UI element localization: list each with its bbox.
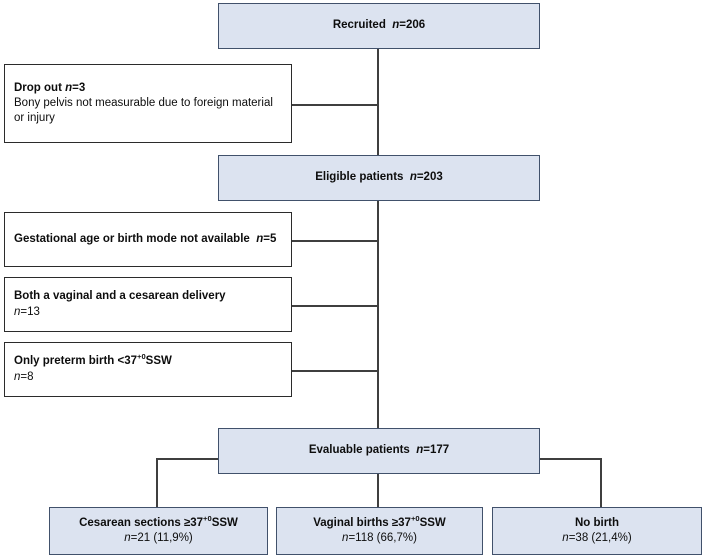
exclusion-box-dropout: Drop out n=3 Bony pelvis not measurable …	[4, 64, 292, 143]
node-evaluable-label: Evaluable patients	[308, 444, 410, 457]
node-eligible-text: Eligible patients n=203	[315, 170, 443, 185]
exclusion-dropout-detail: Bony pelvis not measurable due to foreig…	[14, 96, 273, 125]
connector-branch-center-vertical	[377, 474, 379, 507]
exclusion-both-n-symbol: n	[14, 305, 21, 318]
exclusion-gestational-n-value: =5	[263, 232, 277, 245]
outcome-box-cesarean-sections: Cesarean sections ≥37+0SSW n=21 (11,9%)	[49, 507, 268, 555]
outcome-vaginal-label-sup: +0	[410, 514, 420, 523]
outcome-vaginal-label: Vaginal births ≥37+0SSW	[313, 514, 446, 531]
exclusion-both-n-line: n=13	[14, 305, 40, 320]
outcome-vaginal-n-symbol: n	[342, 532, 349, 544]
outcome-cesarean-label: Cesarean sections ≥37+0SSW	[79, 514, 238, 531]
exclusion-preterm-n-line: n=8	[14, 370, 34, 385]
outcome-vaginal-label-post: SSW	[419, 516, 446, 529]
connector-eligible-to-evaluable	[377, 201, 379, 430]
exclusion-gestational-heading: Gestational age or birth mode not availa…	[14, 232, 250, 245]
outcome-cesarean-label-pre: Cesarean sections ≥37	[79, 516, 204, 529]
exclusion-gestational-text: Gestational age or birth mode not availa…	[14, 232, 276, 247]
outcome-box-no-birth: No birth n=38 (21,4%)	[492, 507, 702, 555]
outcome-nobirth-label-pre: No birth	[574, 516, 620, 529]
exclusion-both-n-value: =13	[20, 305, 40, 318]
outcome-cesarean-label-post: SSW	[211, 516, 238, 529]
outcome-cesarean-label-sup: +0	[203, 514, 212, 523]
exclusion-preterm-heading-post: SSW	[145, 355, 172, 368]
exclusion-box-gestational-age: Gestational age or birth mode not availa…	[4, 212, 292, 267]
connector-to-dropout	[292, 104, 378, 106]
node-recruited-n-value: =206	[399, 19, 426, 32]
outcome-vaginal-n-value: =118 (66,7%)	[348, 532, 417, 544]
connector-to-exclusion-both-deliveries	[292, 305, 378, 307]
exclusion-gestational-n-symbol: n	[256, 232, 264, 245]
node-recruited: Recruited n=206	[218, 3, 540, 49]
exclusion-dropout-n-value: =3	[72, 81, 86, 94]
outcome-cesarean-n-symbol: n	[124, 532, 131, 544]
exclusion-preterm-n-value: =8	[20, 370, 34, 383]
outcome-cesarean-n-value: =21 (11,9%)	[130, 532, 193, 544]
outcome-nobirth-n-value: =38 (21,4%)	[568, 532, 632, 544]
exclusion-dropout-heading-line: Drop out n=3	[14, 81, 85, 96]
node-eligible-patients: Eligible patients n=203	[218, 155, 540, 201]
connector-to-exclusion-preterm	[292, 370, 378, 372]
connector-recruited-to-eligible	[377, 49, 379, 160]
outcome-vaginal-n-line: n=118 (66,7%)	[342, 531, 417, 546]
connector-branch-right-vertical	[600, 458, 602, 507]
connector-evaluable-left-stub	[156, 458, 218, 460]
node-recruited-text: Recruited n=206	[333, 18, 425, 33]
exclusion-box-both-deliveries: Both a vaginal and a cesarean delivery n…	[4, 277, 292, 332]
connector-branch-left-vertical	[156, 458, 158, 507]
outcome-vaginal-label-pre: Vaginal births ≥37	[313, 516, 411, 529]
outcome-nobirth-label: No birth	[575, 516, 619, 531]
node-evaluable-text: Evaluable patients n=177	[309, 443, 449, 458]
exclusion-preterm-heading-sup: +0	[137, 352, 146, 362]
outcome-cesarean-n-line: n=21 (11,9%)	[124, 531, 193, 546]
node-recruited-n-symbol: n	[392, 19, 400, 32]
node-evaluable-n-value: =177	[423, 444, 450, 457]
node-eligible-n-symbol: n	[409, 171, 417, 184]
exclusion-preterm-heading: Only preterm birth <37+0SSW	[14, 352, 172, 369]
outcome-box-vaginal-births: Vaginal births ≥37+0SSW n=118 (66,7%)	[276, 507, 483, 555]
exclusion-both-heading: Both a vaginal and a cesarean delivery	[14, 290, 226, 303]
outcome-nobirth-n-symbol: n	[562, 532, 569, 544]
node-recruited-label: Recruited	[332, 19, 386, 32]
node-eligible-n-value: =203	[416, 171, 443, 184]
node-evaluable-n-symbol: n	[416, 444, 424, 457]
exclusion-preterm-n-symbol: n	[14, 370, 21, 383]
connector-evaluable-right-stub	[540, 458, 602, 460]
outcome-nobirth-n-line: n=38 (21,4%)	[562, 531, 631, 546]
node-evaluable-patients: Evaluable patients n=177	[218, 428, 540, 474]
exclusion-preterm-heading-pre: Only preterm birth <37	[14, 355, 138, 368]
exclusion-dropout-heading: Drop out	[14, 81, 62, 94]
exclusion-dropout-n-symbol: n	[65, 81, 73, 94]
exclusion-box-preterm-birth: Only preterm birth <37+0SSW n=8	[4, 342, 292, 397]
node-eligible-label: Eligible patients	[315, 171, 404, 184]
connector-to-exclusion-gestational	[292, 240, 378, 242]
